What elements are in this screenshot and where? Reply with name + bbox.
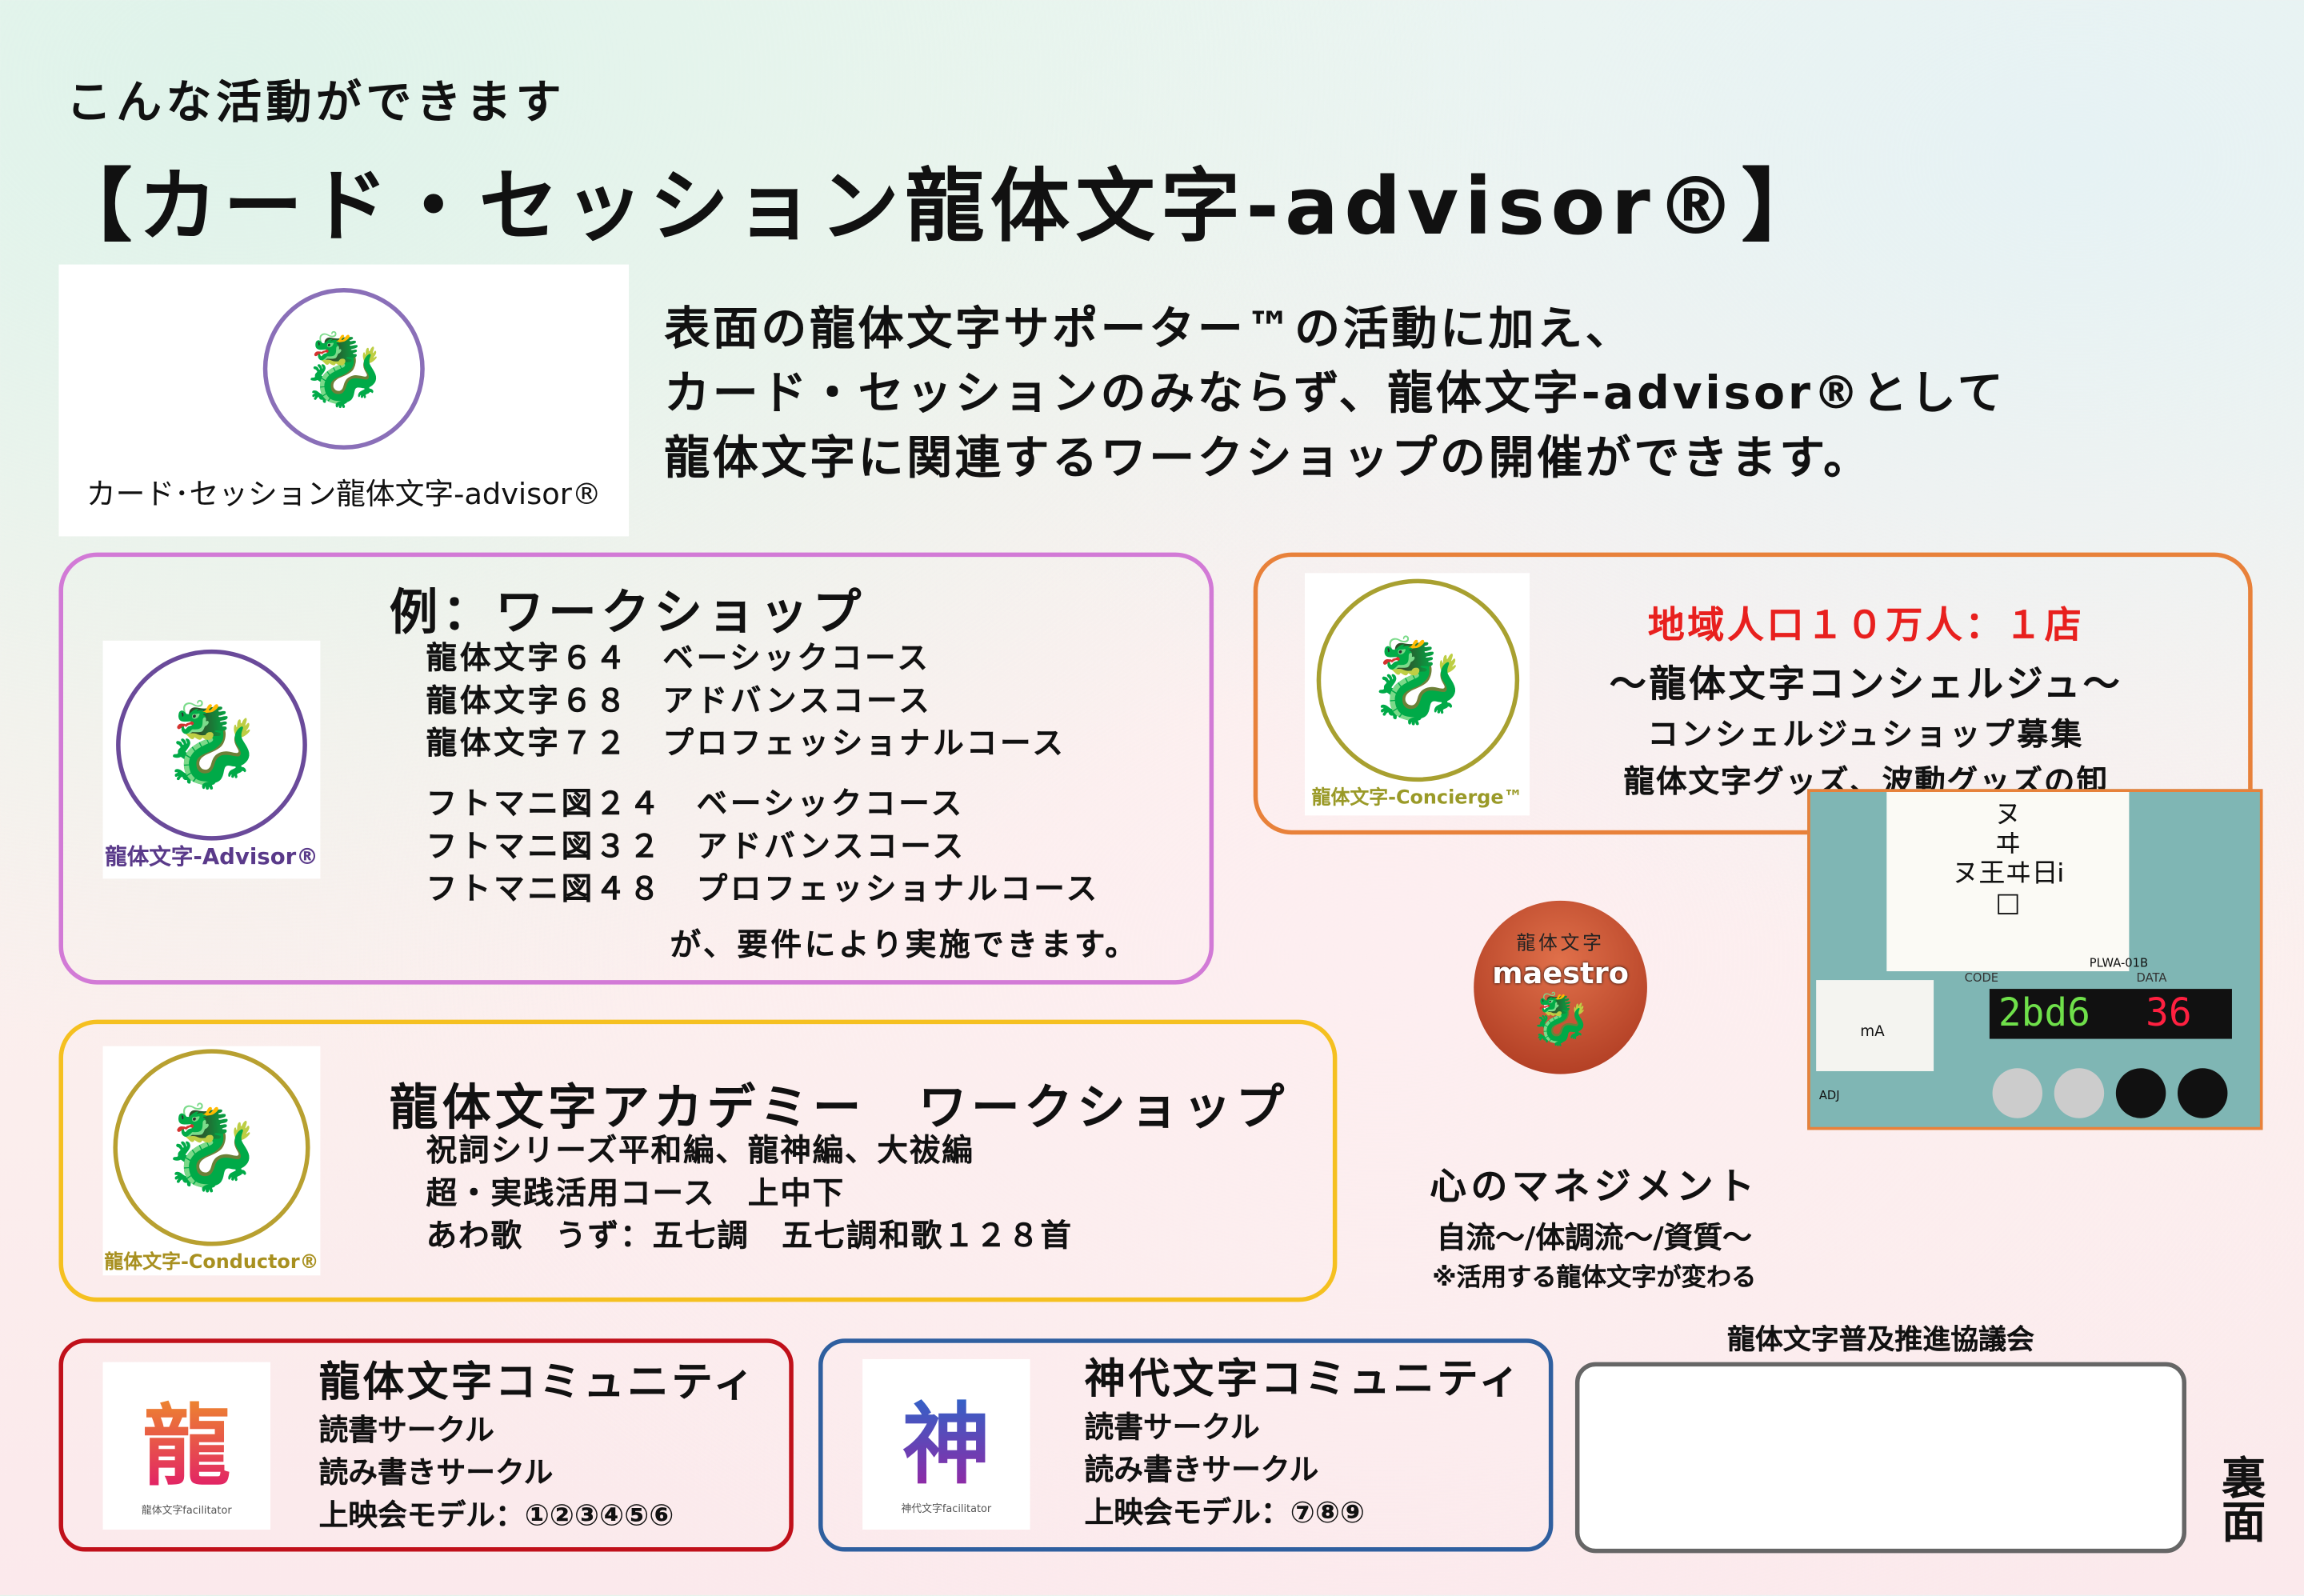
intro-text: 表面の龍体文字サポーター™の活動に加え、 カード・セッションのみならず、龍体文字… [664, 297, 2006, 490]
concierge-box [1253, 552, 2253, 835]
conductor-logo: 🐉 龍体文字-Conductor® [102, 1046, 321, 1276]
concierge-title: ～龍体文字コンシェルジュ～ [1609, 662, 2123, 706]
intro-line: カード・セッションのみならず、龍体文字-advisor®として [664, 367, 2006, 421]
community1-line: 読書サークル [318, 1412, 494, 1448]
community2-logo-label: 神代文字facilitator [901, 1502, 992, 1514]
concierge-text: 地域人口１０万人：１店 ～龍体文字コンシェルジュ～ コンシェルジュショップ募集 … [1558, 597, 2174, 802]
maestro-badge: 龍体文字 maestro 🐉 [1474, 900, 1647, 1074]
council-stamp-area [1574, 1362, 2187, 1554]
dragon-icon: 🐉 [262, 287, 425, 450]
community1-logo-label: 龍体文字facilitator [141, 1503, 232, 1516]
analyzer-photo: ヌヰヌ王ヰ日Ꭵ□ PLWA-01B CODE DATA mA ADJ 2bd6 … [1807, 789, 2263, 1130]
advisor-logo-label: 龍体文字-Advisor® [105, 842, 318, 870]
academy-box [58, 1019, 1338, 1302]
course-item: 龍体文字６４ ベーシックコース [426, 640, 931, 676]
ammeter: mA [1816, 980, 1934, 1071]
community2-title: 神代文字コミュニティ [1084, 1354, 1523, 1404]
community1-text: 龍体文字コミュニティ 読書サークル 読み書きサークル 上映会モデル：①②③④⑤⑥ [319, 1356, 758, 1537]
led-display: 2bd6 36 [1989, 989, 2232, 1039]
intro-line: 表面の龍体文字サポーター™の活動に加え、 [664, 302, 1634, 356]
community2-line: 読み書きサークル [1084, 1451, 1319, 1487]
advisor-card-logo: 🐉 カード･セッション龍体文字-advisor® [58, 264, 630, 537]
council-label: 龍体文字普及推進協議会 [1727, 1323, 2034, 1357]
maestro-top: 龍体文字 [1516, 933, 1605, 955]
course-item: 龍体文字６８ アドバンスコース [426, 683, 933, 719]
community1-line: 上映会モデル：①②③④⑤⑥ [318, 1497, 674, 1533]
concierge-logo: 🐉 龍体文字-Concierge™ [1304, 573, 1530, 816]
community2-line: 上映会モデル：⑦⑧⑨ [1084, 1494, 1365, 1530]
course-item: フトマニ図３２ アドバンスコース [426, 828, 966, 864]
workshop-box [58, 552, 1214, 985]
academy-title: 龍体文字アカデミー ワークショップ [389, 1078, 1289, 1136]
maestro-name: maestro [1492, 954, 1629, 990]
community1-line: 読み書きサークル [318, 1454, 554, 1490]
community2-text: 神代文字コミュニティ 読書サークル 読み書きサークル 上映会モデル：⑦⑧⑨ [1084, 1354, 1522, 1534]
page-title: 【カード・セッション龍体文字-advisor®】 [53, 160, 1827, 253]
concierge-highlight: 地域人口１０万人：１店 [1647, 603, 2085, 647]
community2-box [818, 1338, 1554, 1552]
advisor-card-caption: カード･セッション龍体文字-advisor® [86, 476, 602, 512]
community1-box [58, 1338, 794, 1552]
maestro-text: 心のマネジメント 自流～/体調流～/資質～ ※活用する龍体文字が変わる [1381, 1158, 1807, 1294]
maestro-sub: 自流～/体調流～/資質～ [1436, 1219, 1752, 1255]
kamiyo-glyph-icon: 神 [902, 1373, 990, 1501]
dragon-glyph-icon: 龍 [142, 1374, 230, 1502]
academy-line: 祝詞シリーズ平和編、龍神編、大祓編 [426, 1133, 974, 1169]
community2-line: 読書サークル [1084, 1409, 1260, 1445]
course-item: フトマニ図４８ プロフェッショナルコース [426, 871, 1100, 907]
workshop-title: 例：ワークショップ [389, 583, 866, 641]
workshop-courses-1: 龍体文字６４ ベーシックコース 龍体文字６８ アドバンスコース 龍体文字７２ プ… [426, 638, 1066, 766]
data-value: 36 [2146, 991, 2192, 1036]
knob [1992, 1068, 2043, 1118]
dragon-script-card: ヌヰヌ王ヰ日Ꭵ□ [1886, 791, 2130, 972]
maestro-note: ※活用する龍体文字が変わる [1432, 1263, 1757, 1294]
back-side-label: 裏面 [2213, 1454, 2265, 1543]
intro-line: 龍体文字に関連するワークショップの開催ができます。 [664, 431, 1872, 486]
code-value: 2bd6 [1998, 991, 2090, 1036]
dragon-icon: 🐉 [1315, 578, 1519, 782]
academy-line: 超・実践活用コース 上中下 [426, 1175, 846, 1211]
academy-lines: 祝詞シリーズ平和編、龍神編、大祓編 超・実践活用コース 上中下 あわ歌 うず：五… [426, 1130, 1073, 1258]
adj-label: ADJ [1818, 1088, 1840, 1102]
community1-title: 龍体文字コミュニティ [318, 1358, 758, 1406]
advisor-logo: 🐉 龍体文字-Advisor® [102, 640, 321, 879]
dragon-icon: 🐉 [116, 648, 307, 840]
course-item: 龍体文字７２ プロフェッショナルコース [426, 726, 1066, 762]
knob [2177, 1068, 2228, 1118]
data-label: DATA [2136, 971, 2167, 985]
concierge-logo-label: 龍体文字-Concierge™ [1311, 787, 1523, 810]
concierge-line: コンシェルジュショップ募集 [1647, 717, 2085, 753]
conductor-logo-label: 龍体文字-Conductor® [104, 1250, 319, 1274]
workshop-courses-2: フトマニ図２４ ベーシックコース フトマニ図３２ アドバンスコース フトマニ図４… [426, 783, 1100, 911]
dragon-icon: 🐉 [113, 1048, 310, 1246]
maestro-title: 心のマネジメント [1430, 1165, 1759, 1208]
community2-logo: 神 神代文字facilitator [862, 1358, 1030, 1530]
lead-text: こんな活動ができます [66, 76, 566, 130]
dragon-icon: 🐉 [1529, 990, 1592, 1050]
model-label: PLWA-01B [2089, 956, 2149, 970]
knob [2115, 1068, 2166, 1118]
code-label: CODE [1964, 971, 1999, 985]
community1-logo: 龍 龍体文字facilitator [102, 1362, 270, 1530]
maestro-logo: 龍体文字 maestro 🐉 [1422, 859, 1702, 1109]
knob [2054, 1068, 2105, 1118]
knobs [1992, 1068, 2228, 1126]
academy-line: あわ歌 うず：五七調 五七調和歌１２８首 [426, 1218, 1073, 1254]
course-item: フトマニ図２４ ベーシックコース [426, 786, 965, 822]
workshop-note: が、要件により実施できます。 [670, 926, 1139, 963]
